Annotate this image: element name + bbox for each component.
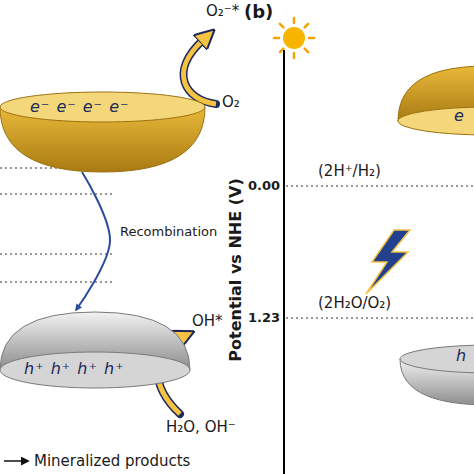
charge-carriers: e xyxy=(454,106,465,125)
small-arrow xyxy=(4,460,28,462)
sun-icon xyxy=(274,18,314,58)
valence-band: h⁺ h⁺ h⁺ h⁺ xyxy=(0,312,190,390)
hemisphere-shape xyxy=(398,66,474,136)
product-label: Mineralized products xyxy=(34,452,190,470)
panel-label: (b) xyxy=(244,3,273,21)
axis-title: Potential vs NHE (V) xyxy=(227,178,245,361)
species-label: OH* xyxy=(192,312,223,330)
recombination-arrow xyxy=(76,172,110,310)
species-label: O₂⁻* xyxy=(206,2,239,20)
level-lines xyxy=(286,186,474,318)
conduction-band: e⁻ e⁻ e⁻ e⁻ xyxy=(0,92,205,172)
species-label: H₂O, OH⁻ xyxy=(166,418,236,436)
tick-label: 1.23 xyxy=(248,309,280,327)
charge-carriers: h xyxy=(456,346,467,365)
valence-band: h xyxy=(400,345,474,405)
charge-carriers: h⁺ h⁺ h⁺ h⁺ xyxy=(24,359,125,378)
reaction-arrow xyxy=(184,40,216,104)
axis-line xyxy=(283,50,285,474)
conduction-band: e xyxy=(398,66,474,136)
species-label: O₂ xyxy=(222,93,240,111)
lightning-icon xyxy=(366,230,410,294)
edge-label: Recombination xyxy=(120,223,217,241)
tick-label: 0.00 xyxy=(248,177,280,195)
potential-label: (2H₂O/O₂) xyxy=(318,294,391,312)
hemisphere-shape xyxy=(0,312,190,390)
level-lines xyxy=(0,168,112,282)
charge-carriers: e⁻ e⁻ e⁻ e⁻ xyxy=(30,97,129,116)
potential-label: (2H⁺/H₂) xyxy=(318,162,381,180)
